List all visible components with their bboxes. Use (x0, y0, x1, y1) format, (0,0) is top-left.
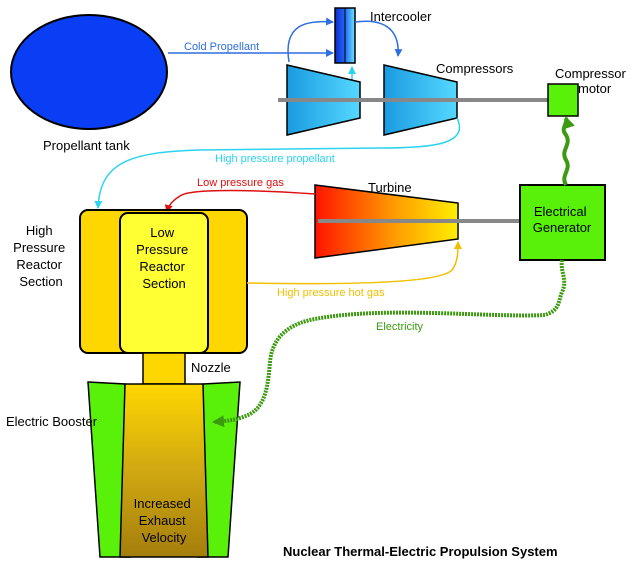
high-pressure-hot-gas-flow (246, 241, 462, 285)
propellant-tank-label: Propellant tank (43, 138, 130, 153)
low-pressure-reactor-label: Low Pressure Reactor Section (136, 225, 192, 291)
high-pressure-propellant-label: High pressure propellant (215, 153, 335, 165)
high-pressure-hot-gas-label: High pressure hot gas (277, 287, 385, 299)
electricity-flow (212, 259, 567, 428)
intercooler-label: Intercooler (370, 9, 432, 24)
compressor-motor-label: Compressor motor (555, 66, 629, 96)
electric-booster-label: Electric Booster (6, 414, 98, 429)
compressors-label: Compressors (436, 61, 514, 76)
nozzle-throat (142, 352, 186, 385)
exhaust-cone (119, 383, 209, 558)
high-pressure-reactor-label: High Pressure Reactor Section (13, 223, 69, 289)
cold-propellant-label: Cold Propellant (184, 41, 259, 53)
electricity-label: Electricity (376, 321, 424, 333)
intercooler-in-flow (287, 17, 334, 63)
low-pressure-gas-label: Low pressure gas (197, 177, 284, 189)
intercooler-to-compressor-flow (354, 20, 403, 57)
compressor-motor (547, 83, 579, 117)
motor-power-link (561, 116, 575, 187)
high-pressure-propellant-flow (94, 117, 461, 209)
electrical-generator-label: Electrical Generator (533, 204, 592, 235)
turbine-label: Turbine (368, 180, 412, 195)
exhaust-label: Increased Exhaust Velocity (134, 496, 195, 545)
diagram-title: Nuclear Thermal-Electric Propulsion Syst… (283, 544, 558, 559)
electrical-generator (519, 184, 606, 261)
nozzle-label: Nozzle (191, 360, 231, 375)
low-pressure-gas-flow (164, 189, 316, 213)
propellant-tank (10, 14, 168, 130)
